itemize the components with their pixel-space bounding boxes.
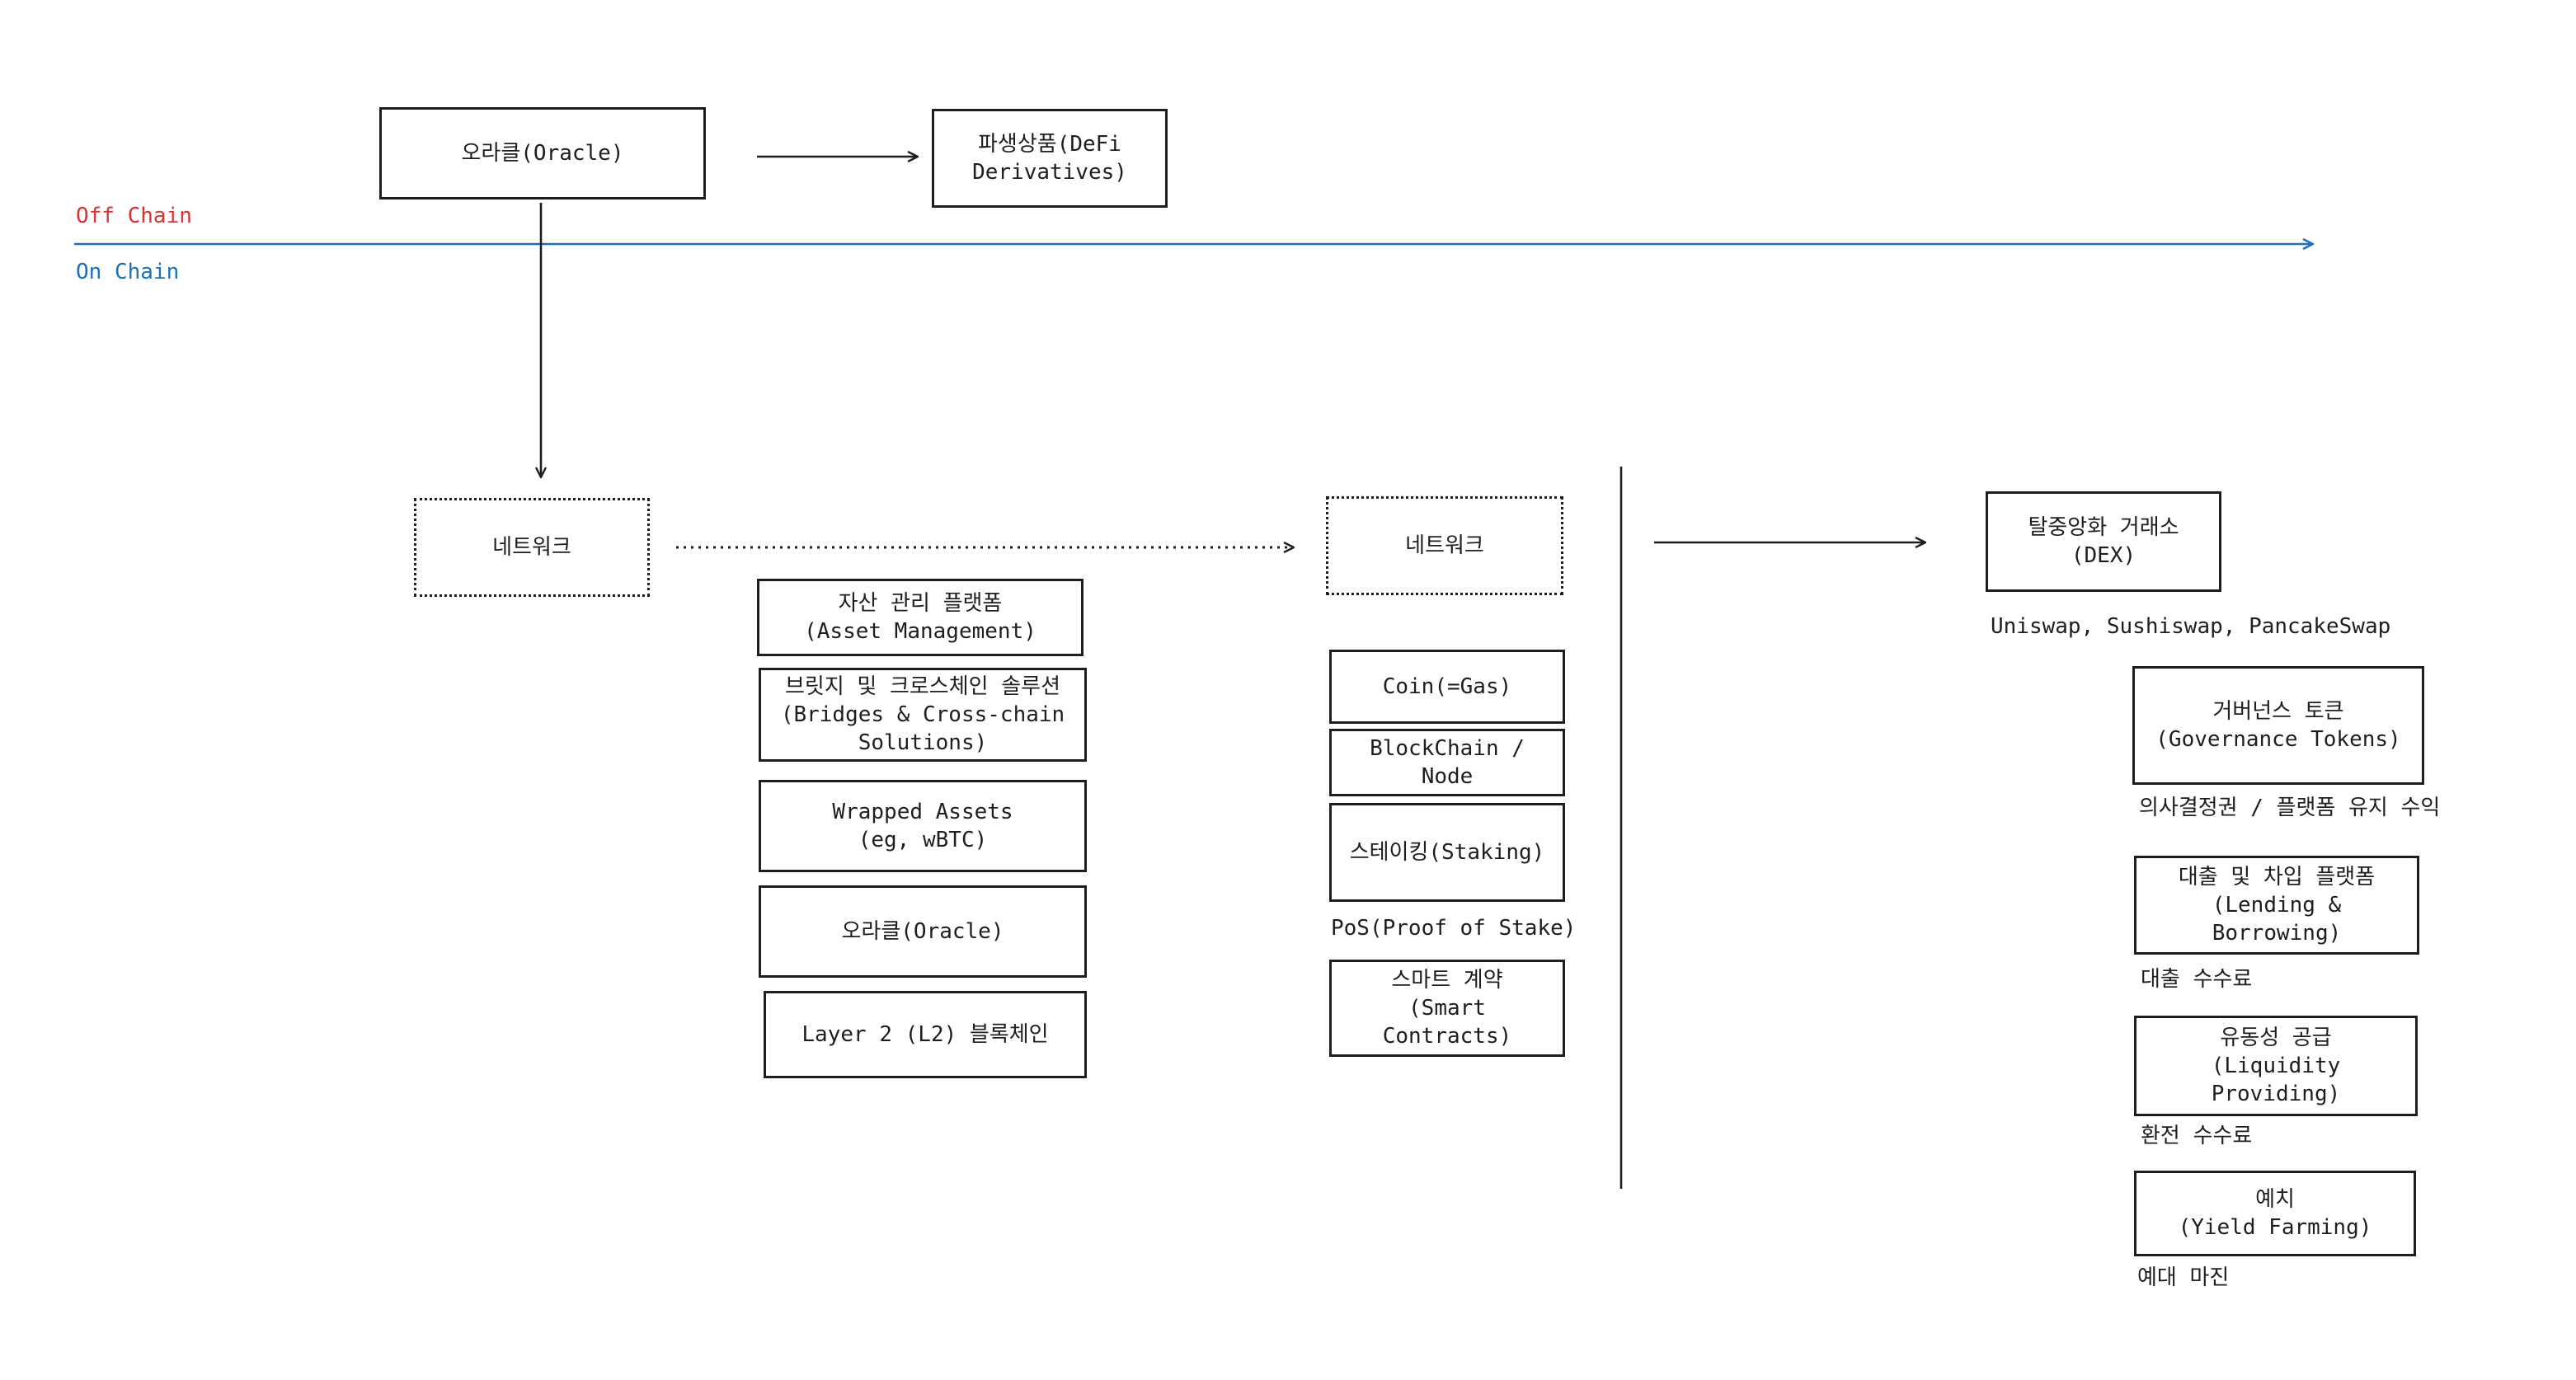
liquidity-providing-node: 유동성 공급 (Liquidity Providing) (2134, 1016, 2418, 1116)
asset-management-node: 자산 관리 플랫폼 (Asset Management) (757, 579, 1084, 656)
yield-farming-node: 예치 (Yield Farming) (2134, 1171, 2416, 1256)
defi-derivatives-node: 파생상품(DeFi Derivatives) (932, 109, 1168, 208)
smart-contracts-node: 스마트 계약 (Smart Contracts) (1329, 960, 1565, 1057)
off-chain-label: Off Chain (76, 204, 192, 228)
yield-note: 예대 마진 (2137, 1265, 2230, 1290)
network-node-left: 네트워크 (414, 498, 650, 597)
network-node-center: 네트워크 (1326, 496, 1563, 595)
oracle-onchain-node: 오라클(Oracle) (759, 885, 1087, 978)
on-chain-label: On Chain (76, 260, 180, 284)
coin-gas-node: Coin(=Gas) (1329, 650, 1565, 724)
lending-borrowing-node: 대출 및 차입 플랫폼 (Lending & Borrowing) (2134, 856, 2419, 955)
governance-tokens-node: 거버넌스 토큰 (Governance Tokens) (2132, 666, 2424, 785)
layer2-node: Layer 2 (L2) 블록체인 (764, 991, 1087, 1078)
dex-note: Uniswap, Sushiswap, PancakeSwap (1991, 614, 2391, 639)
governance-note: 의사결정권 / 플랫폼 유지 수익 (2139, 796, 2441, 820)
pos-note: PoS(Proof of Stake) (1331, 916, 1577, 941)
wrapped-assets-node: Wrapped Assets (eg, wBTC) (759, 780, 1087, 872)
bridges-cross-chain-node: 브릿지 및 크로스체인 솔루션 (Bridges & Cross-chain S… (759, 668, 1087, 762)
dex-node: 탈중앙화 거래소 (DEX) (1986, 491, 2221, 592)
staking-node: 스테이킹(Staking) (1329, 803, 1565, 902)
lending-note: 대출 수수료 (2141, 967, 2253, 992)
oracle-node: 오라클(Oracle) (379, 107, 706, 199)
liquidity-note: 환전 수수료 (2141, 1124, 2253, 1148)
blockchain-node: BlockChain / Node (1329, 729, 1565, 796)
